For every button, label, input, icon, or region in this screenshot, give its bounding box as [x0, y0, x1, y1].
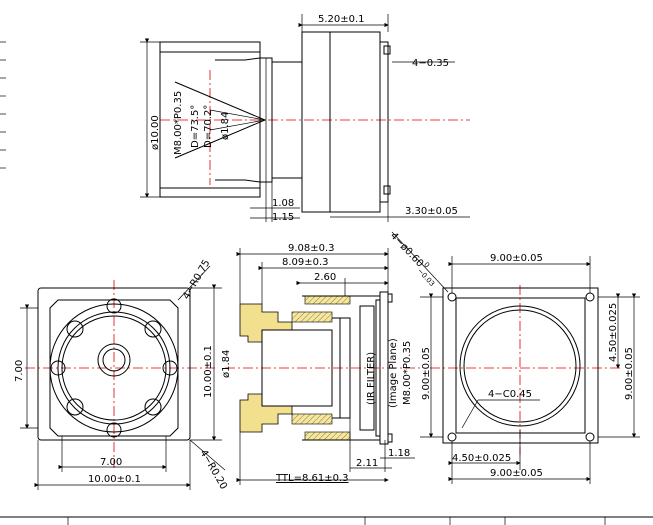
half-bottom-dim: 4.50±0.025: [452, 453, 511, 464]
top-view: 5.20±0.1 4−0.35 ø10.00 M8.00*P0.35 D=73.…: [140, 14, 470, 223]
fov-d2-label: D=70.2°: [203, 105, 214, 148]
width-bottom-dim: 9.00±0.05: [490, 468, 543, 479]
height-inner-dim: 7.00: [14, 360, 25, 382]
barrel-section-top: [239, 303, 293, 343]
dim-260: 2.60: [314, 272, 336, 283]
dim-809: 8.09±0.3: [282, 257, 329, 268]
holes-tol-upper: 0: [422, 261, 431, 270]
width-outer-dim: 10.00±0.1: [88, 474, 141, 485]
width-inner-dim: 7.00: [100, 457, 122, 468]
dim-115: 1.15: [272, 212, 294, 223]
fov-d1-label: D=73.5°: [190, 105, 201, 148]
margin-ticks: [0, 41, 6, 169]
corner-radius2-label: 4−R0.20: [197, 448, 229, 492]
title-block: [0, 516, 653, 525]
dim-211: 2.11: [356, 458, 378, 469]
aperture-label: ø1.84: [220, 112, 231, 140]
pin-dimension: 4−0.35: [412, 58, 449, 69]
height-left-dim: 9.00±0.05: [421, 347, 432, 400]
section-thread-label: M8.00*P0.35: [402, 341, 413, 405]
image-plane-label: (Image Plane): [388, 338, 399, 408]
length-dimension: 5.20±0.1: [318, 14, 365, 25]
section-view: ø1.84 (IR FILTER) (Image Plane) M8.00*P0…: [221, 231, 449, 485]
height-outer-dim: 10.00±0.1: [203, 345, 214, 398]
width-top-dim: 9.00±0.05: [490, 253, 543, 264]
corner-radius-label: 4−R0.75: [181, 258, 213, 302]
back-view: 4−C0.45 9.00±0.05 4.50±0.025 9.00±0.05 9…: [420, 253, 640, 484]
diameter-dimension: ø10.00: [150, 115, 161, 150]
ir-filter-label: (IR FILTER): [366, 352, 377, 405]
dim-330: 3.30±0.05: [405, 206, 458, 217]
dim-908: 9.08±0.3: [288, 243, 335, 254]
barrel-section-bottom: [239, 393, 293, 433]
ttl-label: TTL=8.61±0.3: [275, 473, 349, 484]
chamfer-label: 4−C0.45: [488, 389, 532, 400]
dim-118: 1.18: [388, 448, 410, 459]
dim-108: 1.08: [272, 198, 294, 209]
section-aperture-label: ø1.84: [221, 350, 232, 378]
thread-label: M8.00*P0.35: [173, 91, 184, 155]
height-right-dim: 9.00±0.05: [624, 347, 635, 400]
front-view: 4−R0.75 4−R0.20 7.00 10.00±0.1 7.00 10.0…: [14, 258, 229, 492]
half-right-dim: 4.50±0.025: [608, 303, 619, 362]
holes-tol-lower: −0.03: [416, 267, 436, 288]
holes-label: 4−ø0.60: [388, 231, 425, 270]
